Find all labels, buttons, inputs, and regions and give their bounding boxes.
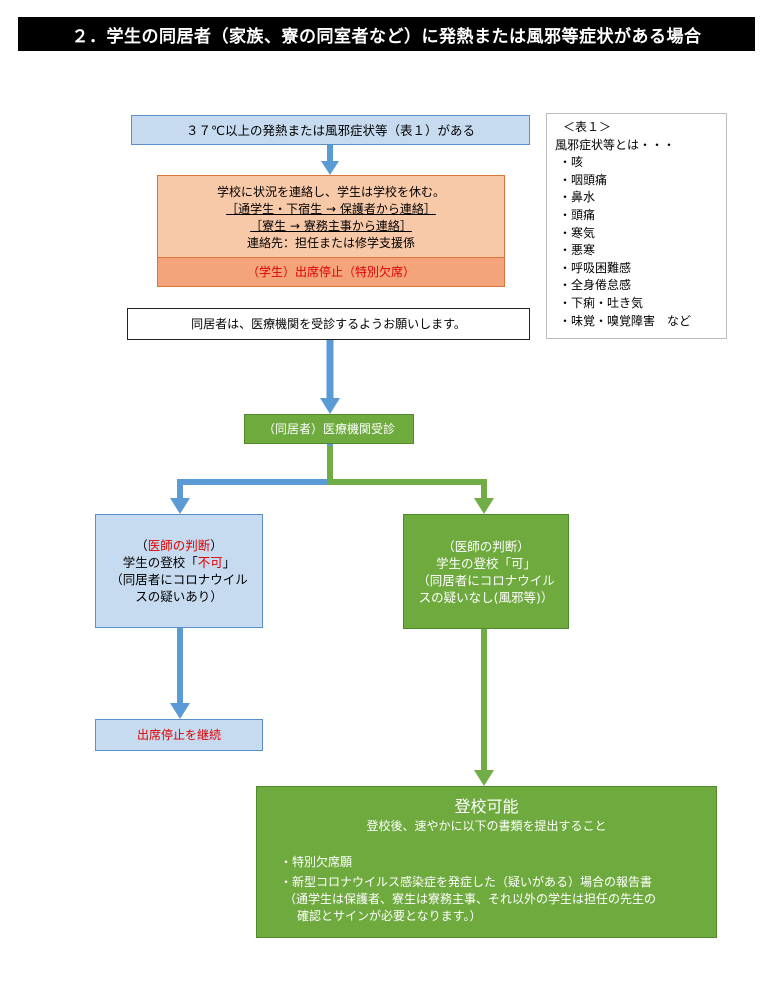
contact-line-4: 連絡先：担任または修学支援係 [246,235,415,250]
table-intro: 風邪症状等とは・・・ [555,137,676,152]
visit-node: （同居者）医療機関受診 [244,414,414,444]
table-heading: ＜表１＞ [563,120,612,134]
ok-line-3: （同居者にコロナウイル [417,572,555,588]
contact-line-2: ［通学生・下宿生 → 保護者から連絡］ [226,201,436,216]
symptom-item: ・寒気 [559,225,596,240]
not-ok-node: （医師の判断） 学生の登校「不可」 （同居者にコロナウイル スの疑いあり） [95,514,263,628]
not-ok-line-1: （医師の判断） [135,538,223,553]
ok-line-1: （医師の判断） [442,538,530,554]
final-note-2: 確認とサインが必要となります。） [297,909,482,923]
symptom-item: ・味覚・嗅覚障害 など [559,313,692,328]
start-node: ３７℃以上の発熱または風邪症状等（表１）がある [131,115,530,145]
not-ok-line-2: 学生の登校「不可」 [122,555,236,570]
contact-line-3: ［寮生 → 寮務主事から連絡］ [250,218,412,233]
final-item-1: ・特別欠席願 [280,855,353,869]
ok-node: （医師の判断） 学生の登校「可」 （同居者にコロナウイル スの疑いなし(風邪等)… [403,514,569,629]
continue-stop-node: 出席停止を継続 [95,719,263,751]
symptom-item: ・悪寒 [559,243,596,258]
contact-line-1: 学校に状況を連絡し、学生は学校を休む。 [216,184,445,199]
symptom-item: ・全身倦怠感 [559,278,632,293]
ok-line-4: スの疑いなし(風邪等)） [418,589,554,605]
request-node: 同居者は、医療機関を受診するようお願いします。 [127,308,530,340]
symptom-table: ＜表１＞ 風邪症状等とは・・・ ・咳 ・咽頭痛 ・鼻水 ・頭痛 ・寒気 ・悪寒 … [546,113,727,339]
final-node: 登校可能 登校後、速やかに以下の書類を提出すること ・特別欠席願 ・新型コロナウ… [256,786,717,938]
ok-line-2: 学生の登校「可」 [435,555,536,571]
final-subtitle: 登校後、速やかに以下の書類を提出すること [366,819,607,833]
symptom-item: ・頭痛 [559,207,596,222]
symptom-item: ・鼻水 [559,190,596,205]
final-item-2: ・新型コロナウイルス感染症を発症した（疑いがある）場合の報告書 [280,875,653,889]
contact-school-node: 学校に状況を連絡し、学生は学校を休む。 ［通学生・下宿生 → 保護者から連絡］ … [157,175,505,258]
symptom-item: ・咽頭痛 [559,172,608,187]
symptom-item: ・下痢・吐き気 [559,295,644,310]
attendance-stop-node: （学生）出席停止（特別欠席） [157,257,505,287]
not-ok-line-3: （同居者にコロナウイル [110,572,248,587]
final-title: 登校可能 [454,797,519,816]
symptom-item: ・咳 [559,155,584,170]
final-note-1: （通学生は保護者、寮生は寮務主事、それ以外の学生は担任の先生の [284,892,657,906]
page-title: ２．学生の同居者（家族、寮の同室者など）に発熱または風邪等症状がある場合 [18,17,755,51]
not-ok-line-4: スの疑いあり） [135,589,223,604]
symptom-item: ・呼吸困難感 [559,260,632,275]
